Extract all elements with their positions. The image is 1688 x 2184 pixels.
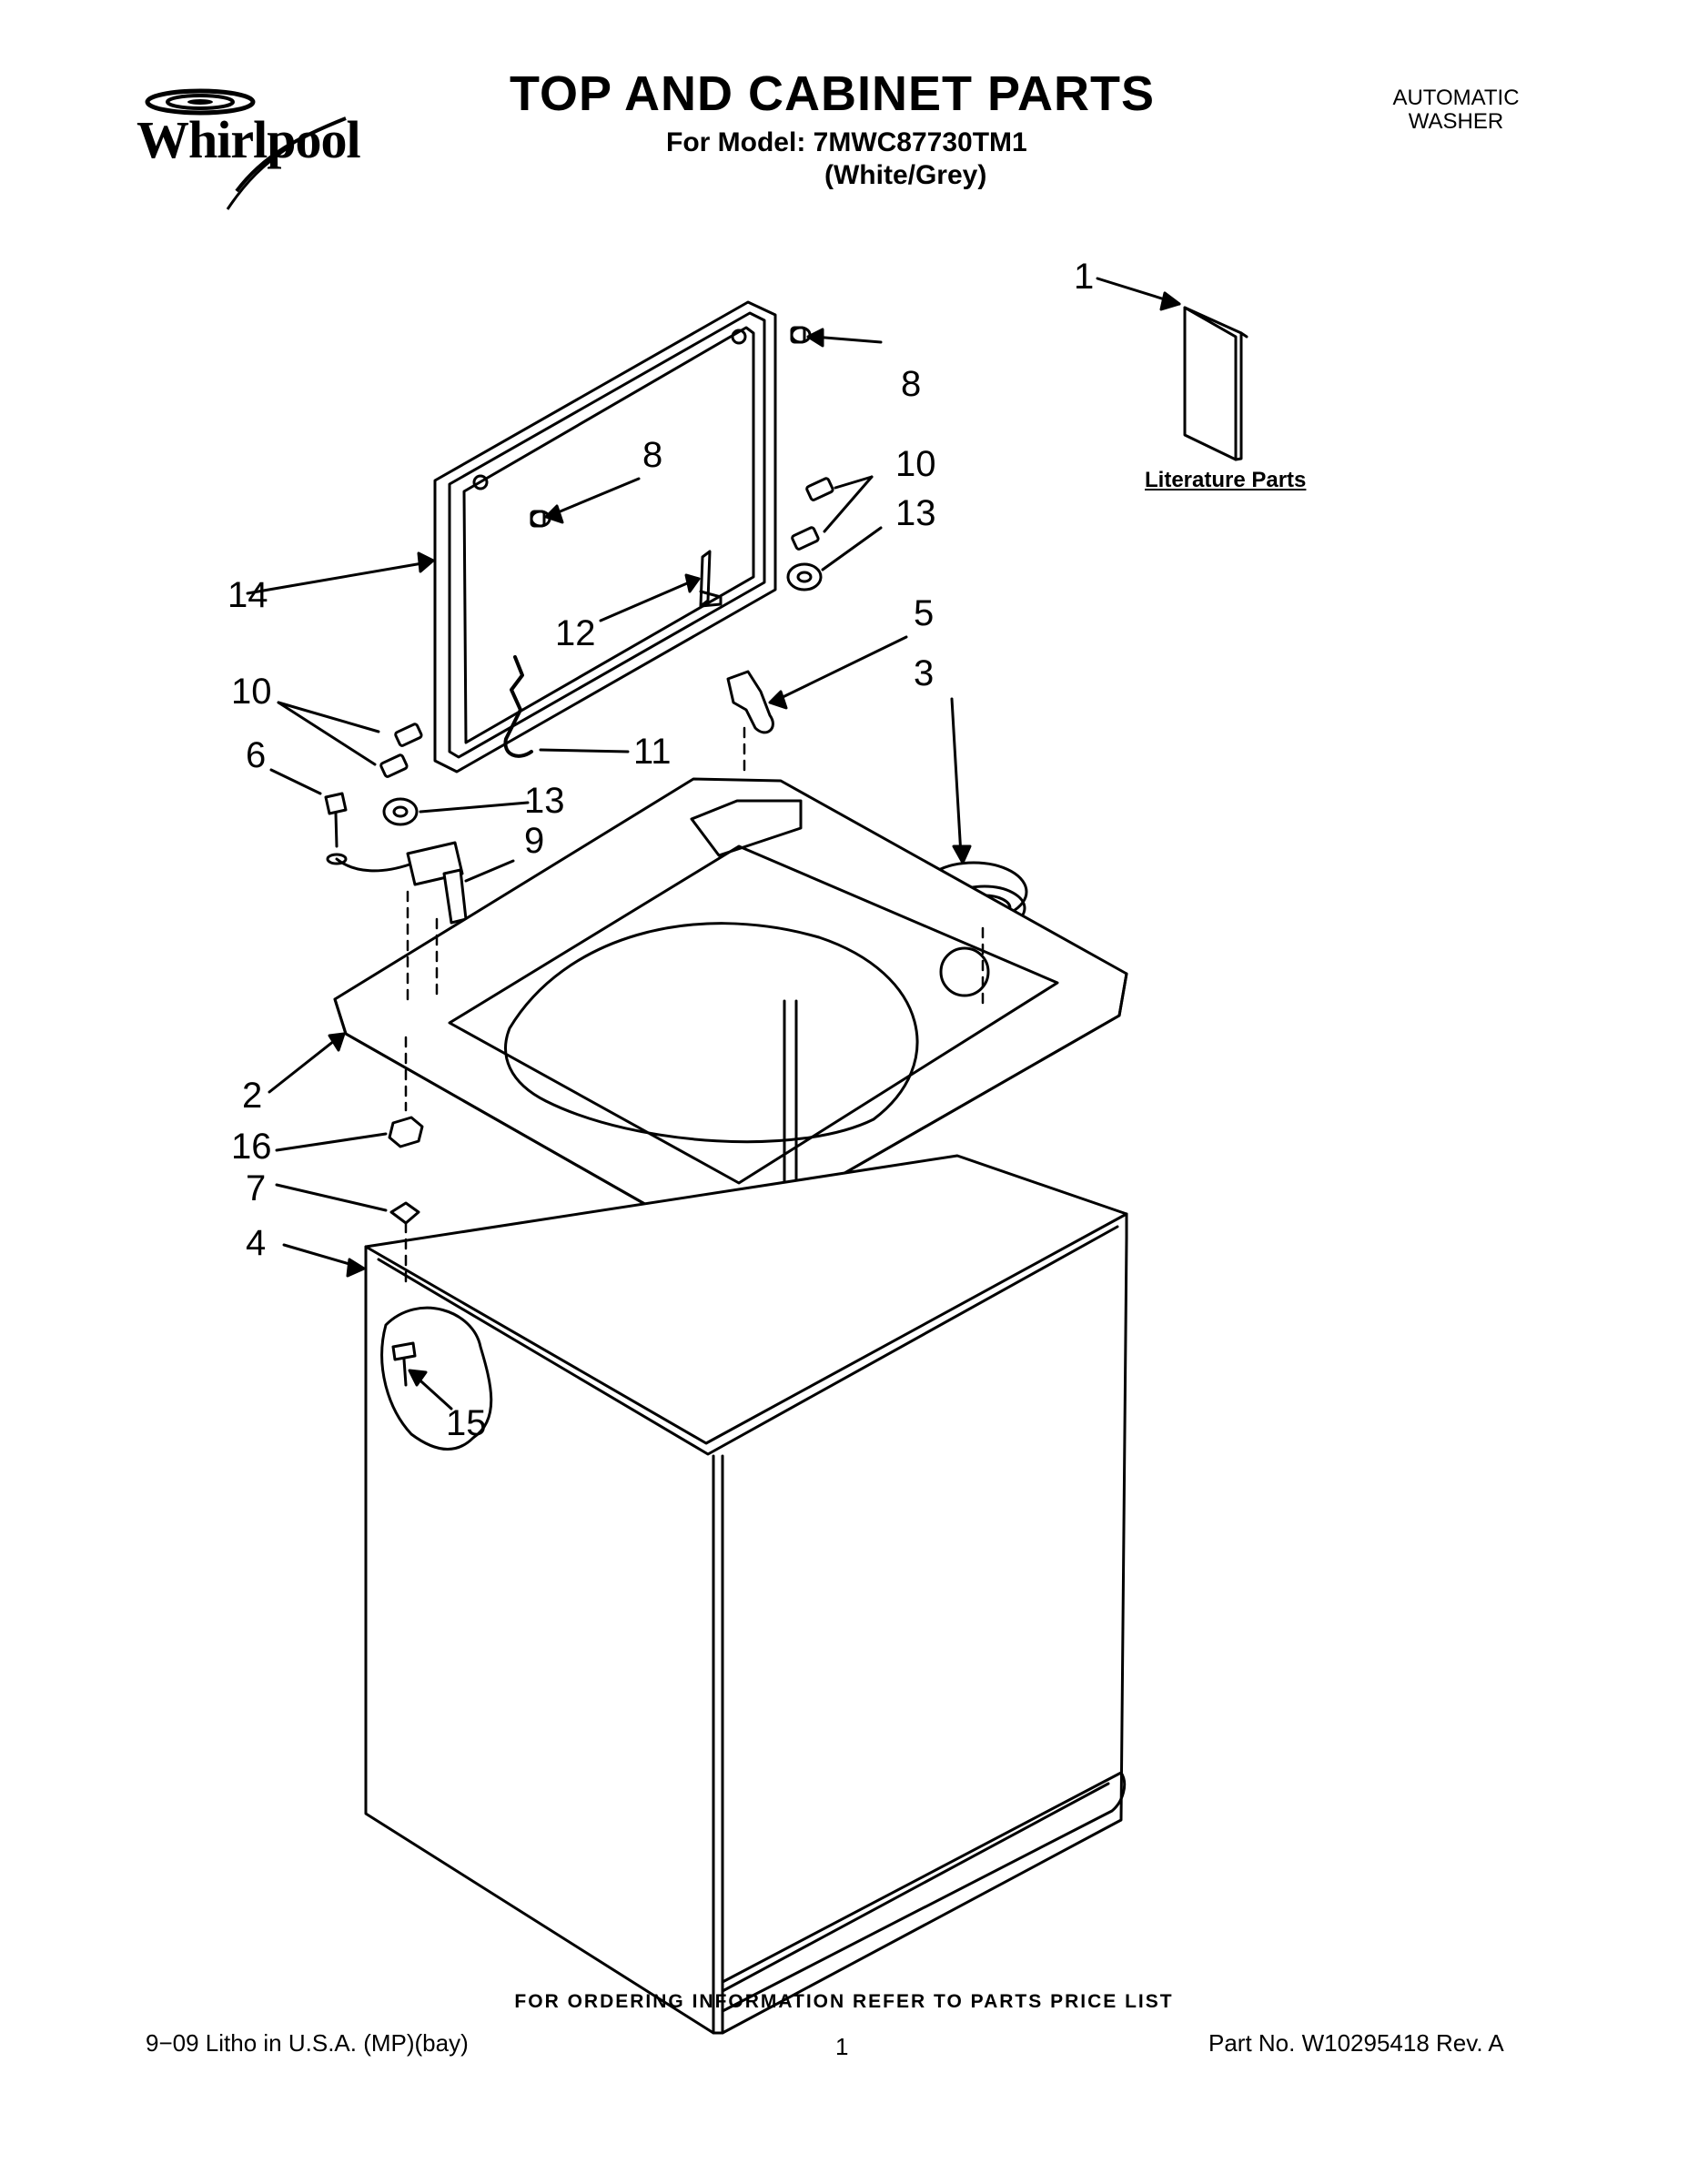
callout-9: 9: [524, 821, 545, 861]
callout-12: 12: [555, 613, 596, 653]
whirlpool-swirl-logo-icon: [145, 88, 347, 210]
lid-hinge-wire: [503, 655, 533, 758]
callout-5: 5: [914, 593, 935, 633]
cabinet-cutaway: [380, 1306, 493, 1451]
lid-screw-right-pair: [791, 477, 834, 551]
callout-3: 3: [914, 653, 935, 693]
callout-6: 6: [246, 735, 267, 775]
callout-15: 15: [446, 1403, 487, 1443]
speed-clip: [389, 1201, 420, 1225]
callout-13-left: 13: [524, 781, 565, 821]
callout-4: 4: [246, 1223, 267, 1263]
lid-switch: [335, 841, 468, 925]
hinge-bushing-right: [786, 562, 823, 592]
callout-10-left: 10: [231, 672, 272, 712]
alignment-guides: [404, 726, 985, 1285]
product-type-line2: WASHER: [1408, 109, 1504, 134]
literature-parts-caption: Literature Parts: [1145, 468, 1307, 492]
callout-leaders: [246, 277, 1181, 1410]
page-title: TOP AND CABINET PARTS: [510, 66, 1156, 121]
washer-top-panel: [333, 777, 1128, 1249]
switch-clip: [726, 670, 774, 734]
lid-bracket: [699, 550, 723, 608]
model-variant: (White/Grey): [824, 160, 987, 190]
switch-screw: [324, 792, 348, 865]
lid-bumper-upper: [790, 326, 812, 344]
product-type: AUTOMATIC WASHER: [1365, 86, 1547, 134]
product-type-line1: AUTOMATIC: [1392, 86, 1520, 110]
ordering-note: FOR ORDERING INFORMATION REFER TO PARTS …: [514, 1991, 1174, 2012]
callout-1: 1: [1074, 257, 1095, 297]
page-number: 1: [835, 2033, 849, 2060]
lid-screw-left-pair: [379, 723, 423, 778]
part-number: Part No. W10295418 Rev. A: [1208, 2029, 1504, 2057]
callout-2: 2: [242, 1076, 263, 1116]
literature-booklet: [1183, 306, 1248, 461]
cabinet-screw: [391, 1341, 417, 1387]
hinge-bushing-left: [382, 797, 419, 826]
hex-nut: [388, 1116, 424, 1148]
callout-8-lower: 8: [642, 435, 663, 475]
model-line: For Model: 7MWC87730TM1: [666, 127, 1027, 157]
callout-11: 11: [633, 732, 672, 772]
callout-14: 14: [227, 575, 268, 615]
callout-10-right: 10: [895, 444, 936, 484]
callout-13-right: 13: [895, 493, 936, 533]
washer-cabinet: [364, 1154, 1128, 2035]
print-info: 9−09 Litho in U.S.A. (MP)(bay): [146, 2029, 469, 2057]
callout-8-upper: 8: [901, 364, 922, 404]
brand-name: Whirlpool: [136, 110, 361, 169]
callout-16: 16: [231, 1127, 272, 1167]
washer-lid: [433, 300, 777, 774]
callout-7: 7: [246, 1168, 267, 1208]
